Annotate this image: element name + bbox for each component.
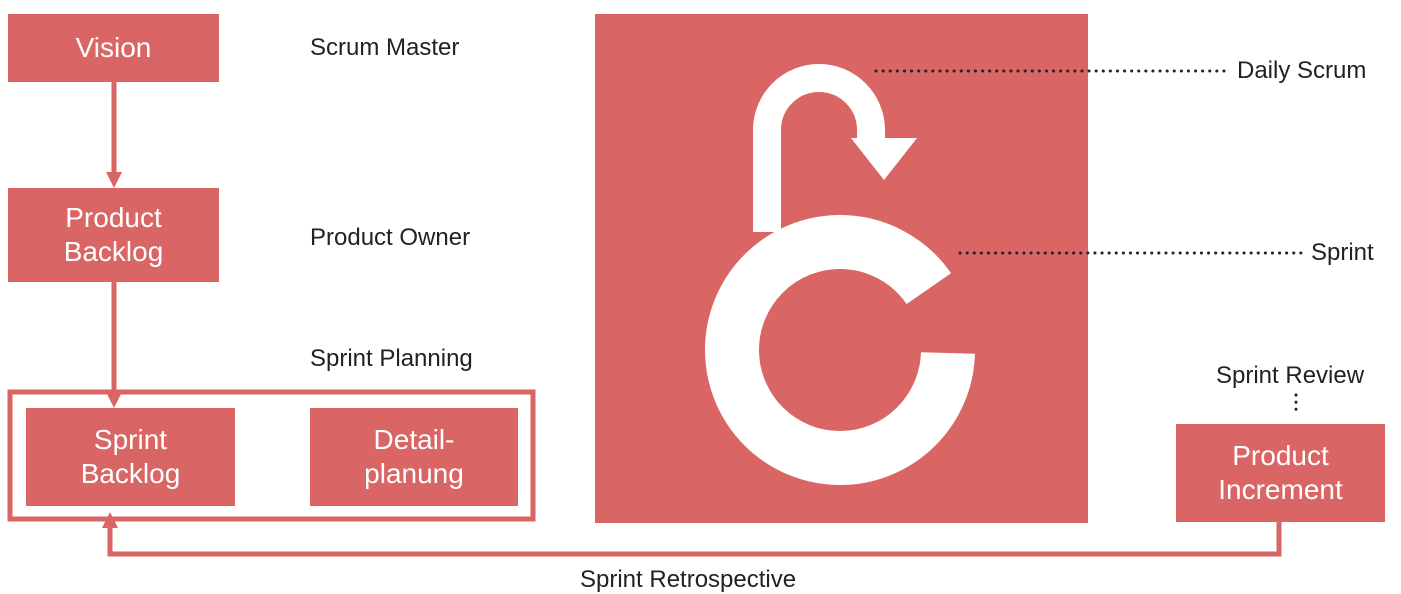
sprint-retrospective-label: Sprint Retrospective xyxy=(580,566,797,593)
product-owner-label: Product Owner xyxy=(310,224,471,251)
detailplanung-label: Detail- planung xyxy=(364,424,464,489)
sprint-backlog-box: Sprint Backlog xyxy=(26,408,235,506)
arrowhead-retrospective xyxy=(102,512,118,528)
scrum-master-label: Scrum Master xyxy=(310,34,460,61)
product-backlog-box: Product Backlog xyxy=(8,188,219,282)
vision-label: Vision xyxy=(75,32,152,64)
product-increment-box: Product Increment xyxy=(1176,424,1385,522)
vision-box: Vision xyxy=(8,14,219,82)
sprint-ring-shape xyxy=(705,215,975,485)
daily-loop-arrowhead xyxy=(851,138,917,180)
detailplanung-box: Detail- planung xyxy=(310,408,518,506)
sprint-cycle-icon xyxy=(705,64,975,485)
arrowhead-product-backlog xyxy=(106,172,122,188)
sprint-planning-frame xyxy=(7,389,536,522)
sprint-label: Sprint xyxy=(1311,239,1374,266)
daily-scrum-label: Daily Scrum xyxy=(1237,57,1367,84)
product-backlog-label: Product Backlog xyxy=(63,202,164,267)
arrowhead-sprint-backlog xyxy=(106,392,122,408)
sprint-planning-label: Sprint Planning xyxy=(310,345,473,372)
daily-loop-shape xyxy=(753,64,885,232)
product-increment-label: Product Increment xyxy=(1218,440,1343,505)
sprint-backlog-label: Sprint Backlog xyxy=(80,424,181,489)
retrospective-loop-line xyxy=(107,522,1282,557)
sprint-review-label: Sprint Review xyxy=(1216,362,1365,389)
